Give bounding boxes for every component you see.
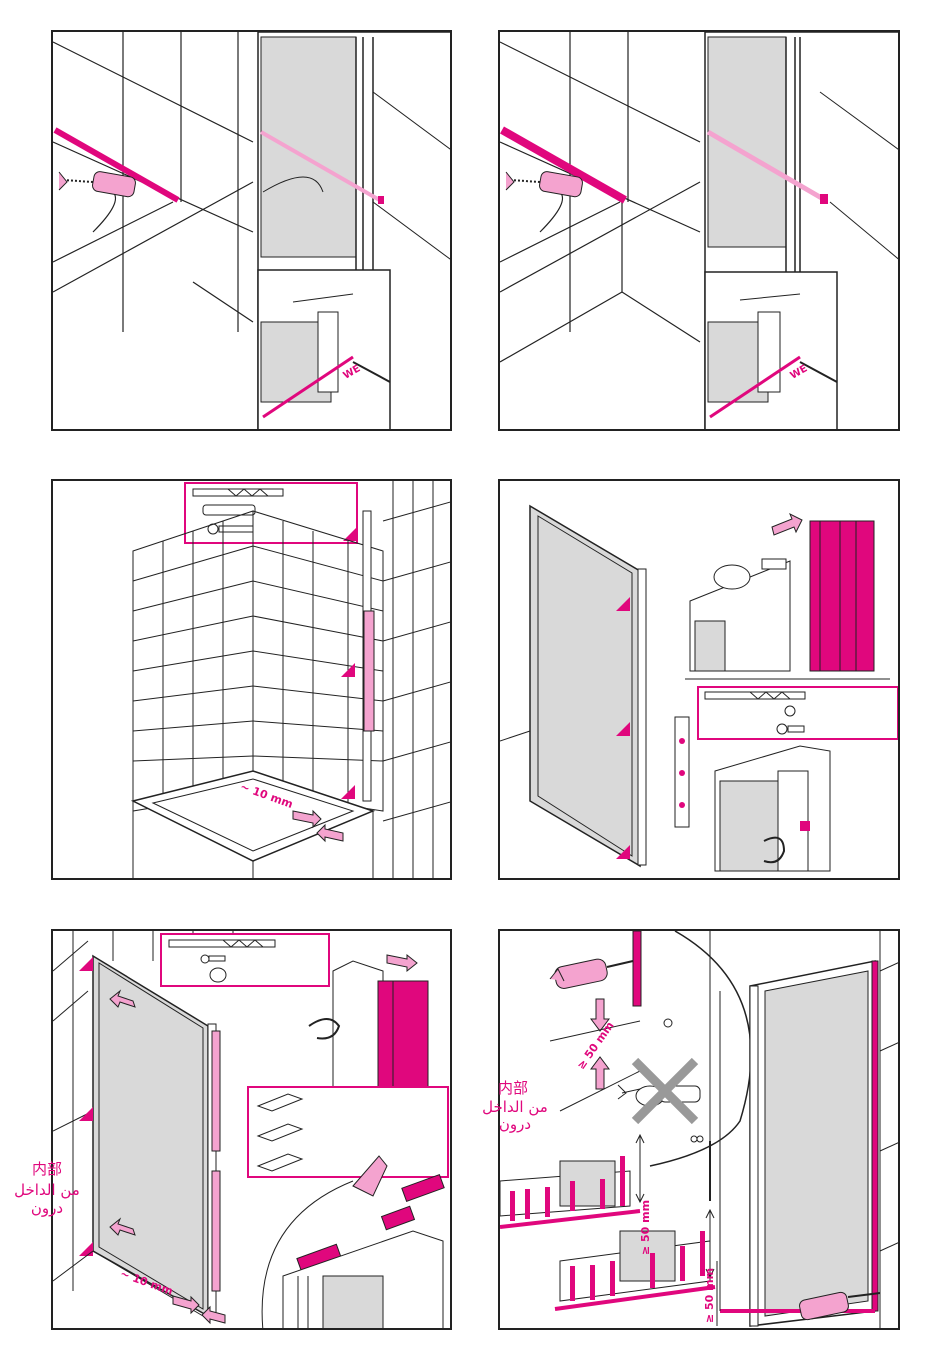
cover-cap-icon bbox=[210, 968, 226, 982]
drill-bit-icon bbox=[705, 692, 805, 699]
inside-label-fa: درون bbox=[14, 1201, 80, 1217]
min-distance-bottom-label: ≥ 50 mm bbox=[703, 1268, 716, 1323]
wall-profile-drilling-drawing-2 bbox=[500, 32, 900, 431]
drill-bit-icon bbox=[169, 940, 275, 947]
step-panel-5: ~ 10 mm bbox=[51, 929, 452, 1330]
min-distance-mid-label: ≥ 50 mm bbox=[639, 1200, 652, 1255]
glass-panel-profile-attach-drawing bbox=[500, 481, 900, 880]
sealing-minimum-distance-drawing bbox=[500, 931, 900, 1330]
inside-label-ar: من الداخل bbox=[2, 1183, 92, 1199]
drill-bit-icon bbox=[193, 489, 283, 496]
wall-plug-icon bbox=[203, 505, 255, 515]
glass-panel-fixing-drawing bbox=[53, 931, 452, 1330]
step-panel-1: WE bbox=[51, 30, 452, 431]
step-panel-4 bbox=[498, 479, 900, 880]
wall-profile-drilling-drawing bbox=[53, 32, 452, 431]
inside-label-cn-2: 内部 bbox=[488, 1081, 538, 1097]
inside-label-cn: 内部 bbox=[22, 1162, 72, 1178]
step-panel-6: ≥ 50 mm ≥ 50 mm ≥ 50 mm bbox=[498, 929, 900, 1330]
inside-label-ar-2: من الداخل bbox=[470, 1100, 560, 1116]
screw-icon bbox=[777, 724, 804, 734]
shower-tray-wall-profile-drawing bbox=[53, 481, 452, 880]
step-panel-3: ~ 10 mm bbox=[51, 479, 452, 880]
washer-icon bbox=[785, 706, 795, 716]
step-panel-2: WE bbox=[498, 30, 900, 431]
inside-label-fa-2: درون bbox=[482, 1117, 548, 1133]
screw-icon bbox=[208, 524, 253, 534]
